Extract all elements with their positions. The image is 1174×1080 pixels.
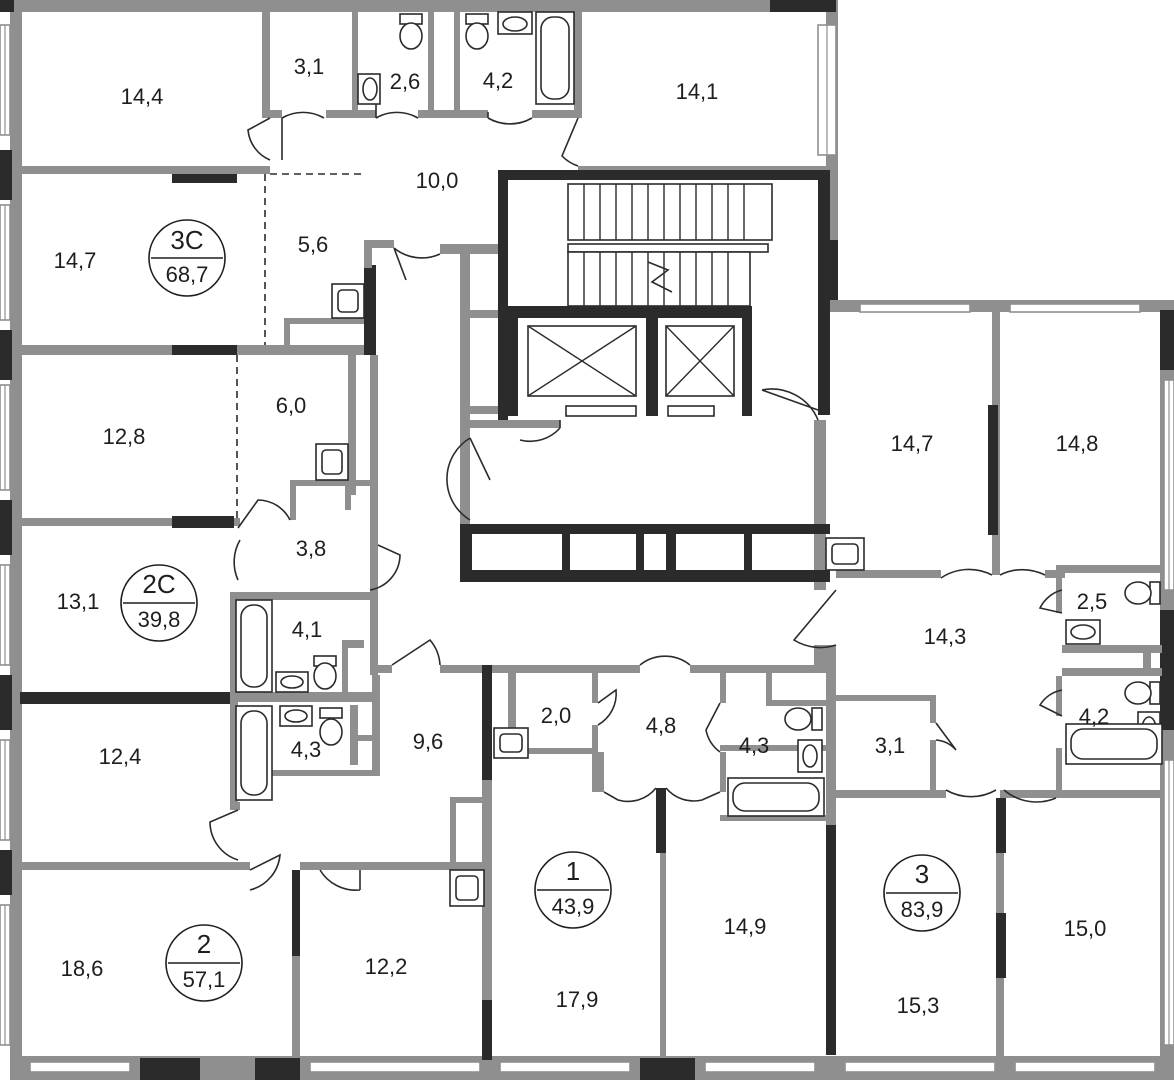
toilet-icon <box>784 707 823 731</box>
room-area: 4,3 <box>739 733 770 758</box>
room-area: 3,1 <box>294 54 325 79</box>
sink-icon <box>825 537 865 571</box>
fixtures <box>235 11 1163 907</box>
room-area: 4,2 <box>483 68 514 93</box>
bathtub-icon <box>235 599 273 693</box>
room-area: 14,9 <box>724 914 767 939</box>
apartment-badge-3c: 3C 68,7 <box>148 219 226 297</box>
doors <box>209 100 1063 891</box>
sink-icon <box>279 705 313 727</box>
toilet-icon <box>1124 581 1161 605</box>
apartment-id: 3C <box>170 225 203 255</box>
room-area: 3,1 <box>875 733 906 758</box>
room-area: 4,8 <box>646 713 677 738</box>
apartment-id: 3 <box>915 859 929 889</box>
interior-walls <box>20 10 1162 1060</box>
room-area: 10,0 <box>416 168 459 193</box>
room-area: 14,4 <box>121 84 164 109</box>
room-area: 12,8 <box>103 424 146 449</box>
apartment-id: 2 <box>197 929 211 959</box>
sink-icon <box>497 11 533 35</box>
apartment-total-area: 43,9 <box>552 894 595 919</box>
room-area: 3,8 <box>296 536 327 561</box>
sink-icon <box>275 671 309 693</box>
room-area: 12,4 <box>99 744 142 769</box>
sink-icon <box>315 443 349 481</box>
room-area: 17,9 <box>556 987 599 1012</box>
sink-icon <box>797 739 823 773</box>
apartment-id: 2C <box>142 569 175 599</box>
apartment-badge-1: 1 43,9 <box>534 851 612 929</box>
apartment-total-area: 39,8 <box>138 607 181 632</box>
apartment-badge-3: 3 83,9 <box>883 854 961 932</box>
apartment-total-area: 57,1 <box>183 967 226 992</box>
room-area: 2,6 <box>390 69 421 94</box>
toilet-icon <box>313 655 337 690</box>
room-area: 14,1 <box>676 79 719 104</box>
room-labels: 14,4 3,1 2,6 4,2 14,1 10,0 14,7 5,6 12,8… <box>54 54 1110 1018</box>
room-area: 14,7 <box>54 248 97 273</box>
bathtub-icon <box>727 777 825 817</box>
room-area: 6,0 <box>276 393 307 418</box>
room-area: 14,3 <box>924 624 967 649</box>
room-area: 4,1 <box>292 617 323 642</box>
toilet-icon <box>465 13 489 50</box>
toilet-icon <box>319 707 343 746</box>
sink-icon <box>493 727 529 759</box>
toilet-icon <box>399 13 423 50</box>
room-area: 2,5 <box>1077 589 1108 614</box>
toilet-icon <box>1124 681 1161 705</box>
windows <box>0 24 1174 1073</box>
room-area: 2,0 <box>541 703 572 728</box>
sink-icon <box>331 283 365 319</box>
room-area: 14,7 <box>891 431 934 456</box>
room-area: 14,8 <box>1056 431 1099 456</box>
sink-icon <box>1065 619 1101 645</box>
apartment-id: 1 <box>566 856 580 886</box>
sink-icon <box>357 73 381 105</box>
bathtub-icon <box>235 705 273 801</box>
room-area: 12,2 <box>365 954 408 979</box>
stair-icon <box>567 183 773 307</box>
room-area: 15,0 <box>1064 916 1107 941</box>
room-area: 13,1 <box>57 589 100 614</box>
room-area: 4,3 <box>291 737 322 762</box>
apartment-badge-2: 2 57,1 <box>165 924 243 1002</box>
sink-icon <box>449 869 485 907</box>
elevator-icon <box>527 325 735 417</box>
bathtub-icon <box>535 11 575 105</box>
room-area: 15,3 <box>897 993 940 1018</box>
building-core <box>460 170 830 582</box>
room-area: 5,6 <box>298 232 329 257</box>
dashed-partitions <box>236 173 364 518</box>
room-area: 18,6 <box>61 956 104 981</box>
apartment-total-area: 83,9 <box>901 897 944 922</box>
apartment-badge-2c: 2C 39,8 <box>120 564 198 642</box>
room-area: 9,6 <box>413 729 444 754</box>
bathtub-icon <box>1065 723 1163 765</box>
room-area: 4,2 <box>1079 704 1110 729</box>
apartment-total-area: 68,7 <box>166 262 209 287</box>
